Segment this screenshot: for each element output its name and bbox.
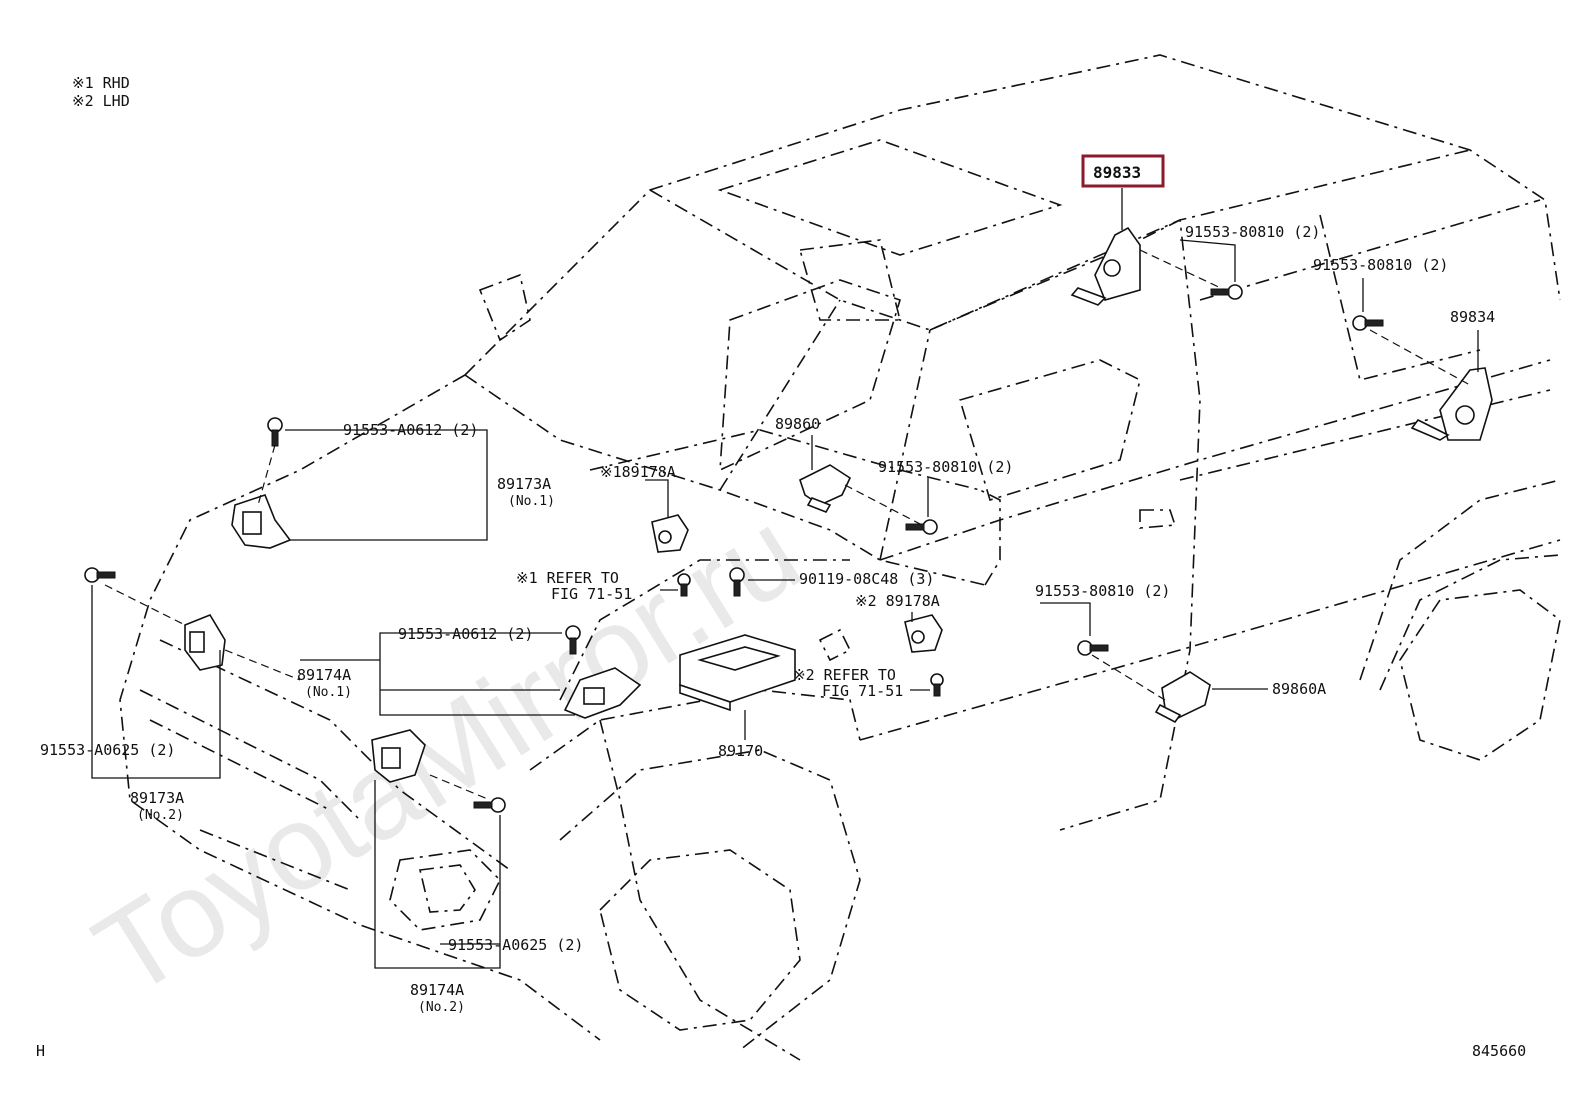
label-91553-80810-b[interactable]: 91553-80810 (2) xyxy=(1313,256,1448,274)
label-91553-A0625-a[interactable]: 91553-A0625 (2) xyxy=(40,741,175,759)
part-89178A-lhd-shape[interactable] xyxy=(904,614,943,653)
label-91553-80810-a[interactable]: 91553-80810 (2) xyxy=(1185,223,1320,241)
label-91553-A0612-a[interactable]: 91553-A0612 (2) xyxy=(343,421,478,439)
label-89860A[interactable]: 89860A xyxy=(1272,680,1326,698)
label-89173A-no1-sub: (No.1) xyxy=(508,494,555,509)
note-rhd: ※1 RHD xyxy=(72,74,130,92)
label-91553-80810-d[interactable]: 91553-80810 (2) xyxy=(1035,582,1170,600)
label-89173A-no2[interactable]: 89173A xyxy=(130,789,184,807)
label-91553-80810-c[interactable]: 91553-80810 (2) xyxy=(878,458,1013,476)
note-lhd: ※2 LHD xyxy=(72,92,130,110)
corner-code-right: 845660 xyxy=(1472,1042,1526,1060)
label-89170[interactable]: 89170 xyxy=(718,742,763,760)
label-89860[interactable]: 89860 xyxy=(775,415,820,433)
part-89174A-no1-shape[interactable] xyxy=(563,667,642,719)
part-89170-shape[interactable] xyxy=(679,634,796,712)
bolt-shapes xyxy=(84,284,1384,813)
part-89174A-no2-shape[interactable] xyxy=(371,729,426,783)
label-refer-rhd-2[interactable]: FIG 71-51 xyxy=(551,585,632,603)
label-refer-lhd-2[interactable]: FIG 71-51 xyxy=(822,682,903,700)
vehicle-outline xyxy=(119,54,1561,1061)
label-91553-A0612-b[interactable]: 91553-A0612 (2) xyxy=(398,625,533,643)
label-89173A-no2-sub: (No.2) xyxy=(137,808,184,823)
leader-lines xyxy=(91,188,1479,969)
part-89178A-rhd-shape[interactable] xyxy=(651,514,689,553)
label-89178A-rhd[interactable]: ※189178A xyxy=(600,463,676,481)
part-89173A-no1-shape[interactable] xyxy=(231,494,292,549)
highlight-box xyxy=(1081,154,1165,188)
part-89173A-no2-shape[interactable] xyxy=(184,614,226,671)
label-90119-08C48[interactable]: 90119-08C48 (3) xyxy=(799,570,934,588)
part-89860-shape[interactable] xyxy=(799,464,852,513)
label-89834[interactable]: 89834 xyxy=(1450,308,1495,326)
label-89173A-no1[interactable]: 89173A xyxy=(497,475,551,493)
part-89860A-shape[interactable] xyxy=(1154,671,1211,724)
label-refer-rhd-1[interactable]: ※1 REFER TO xyxy=(516,569,619,587)
label-89833[interactable]: 89833 xyxy=(1093,163,1141,182)
corner-code-left: H xyxy=(36,1042,45,1060)
label-89174A-no1-sub: (No.1) xyxy=(305,685,352,700)
label-refer-lhd-1[interactable]: ※2 REFER TO xyxy=(793,666,896,684)
label-89178A-lhd[interactable]: ※2 89178A xyxy=(855,592,940,610)
label-89174A-no2[interactable]: 89174A xyxy=(410,981,464,999)
part-89833-shape[interactable] xyxy=(1070,226,1141,306)
label-89174A-no1[interactable]: 89174A xyxy=(297,666,351,684)
label-91553-A0625-b[interactable]: 91553-A0625 (2) xyxy=(448,936,583,954)
label-89174A-no2-sub: (No.2) xyxy=(418,1000,465,1015)
part-89834-shape[interactable] xyxy=(1410,367,1493,441)
